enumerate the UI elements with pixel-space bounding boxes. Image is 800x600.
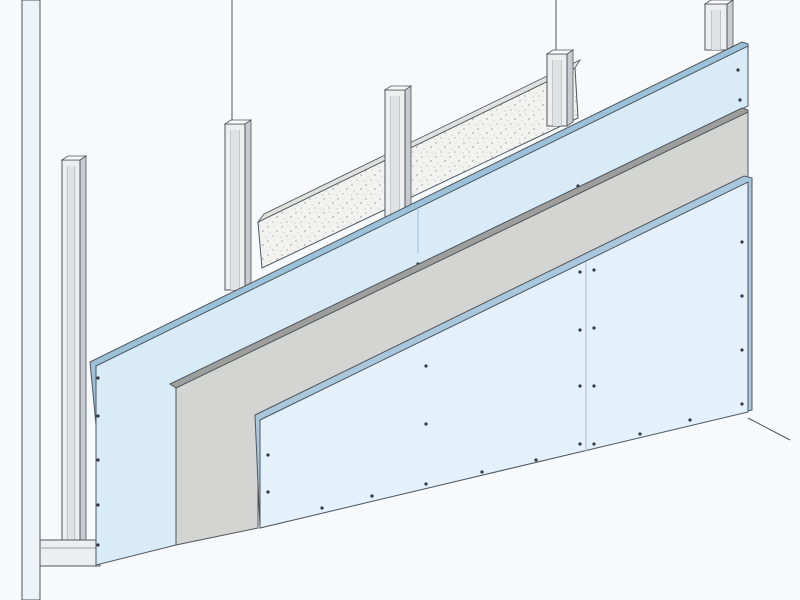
screw <box>320 506 324 510</box>
screw <box>480 470 484 474</box>
screw <box>96 543 100 547</box>
stud-side <box>404 85 412 223</box>
stud-top <box>545 49 575 55</box>
screw <box>578 328 582 332</box>
screw <box>96 414 100 418</box>
screw <box>740 240 744 244</box>
screw <box>370 494 374 498</box>
adjacent-wall-edge <box>21 0 41 600</box>
stud-side <box>79 155 87 561</box>
screw <box>534 458 538 462</box>
screw <box>592 326 596 330</box>
screw <box>424 364 428 368</box>
screw <box>688 418 692 422</box>
stud-side <box>566 49 574 127</box>
screw <box>424 482 428 486</box>
screw <box>578 442 582 446</box>
board3-face <box>259 181 749 529</box>
mineral-wool-insulation <box>257 59 582 269</box>
screw <box>740 294 744 298</box>
stud-channel <box>231 130 239 290</box>
screw <box>424 422 428 426</box>
steel-stud-2 <box>223 119 253 291</box>
screw <box>96 458 100 462</box>
stud-top <box>703 0 734 5</box>
third-board-layer <box>254 175 753 529</box>
screw <box>736 68 740 72</box>
stud-channel <box>391 96 399 222</box>
steel-stud-frame <box>39 0 734 567</box>
screw <box>638 432 642 436</box>
screw <box>592 268 596 272</box>
steel-stud-1 <box>60 155 88 561</box>
screw <box>266 490 270 494</box>
screw <box>96 503 100 507</box>
screw <box>592 384 596 388</box>
screw <box>740 402 744 406</box>
wall-edge-line <box>747 417 791 441</box>
screw <box>578 270 582 274</box>
screw <box>266 453 270 457</box>
screw <box>578 384 582 388</box>
stud-channel <box>711 10 721 50</box>
insulation-batt-top <box>257 59 582 223</box>
stud-channel <box>553 60 561 126</box>
stud-top <box>383 85 413 91</box>
steel-stud-5 <box>703 0 734 51</box>
screw <box>96 376 100 380</box>
screw <box>738 98 742 102</box>
stud-top <box>60 155 88 161</box>
steel-stud-4 <box>545 49 575 127</box>
stud-top <box>223 119 253 125</box>
steel-stud-3 <box>383 85 413 223</box>
stud-channel <box>67 166 75 560</box>
floor-track <box>39 539 101 567</box>
stud-side <box>244 119 252 291</box>
screw <box>592 442 596 446</box>
screw <box>740 348 744 352</box>
stud-side <box>726 0 734 51</box>
